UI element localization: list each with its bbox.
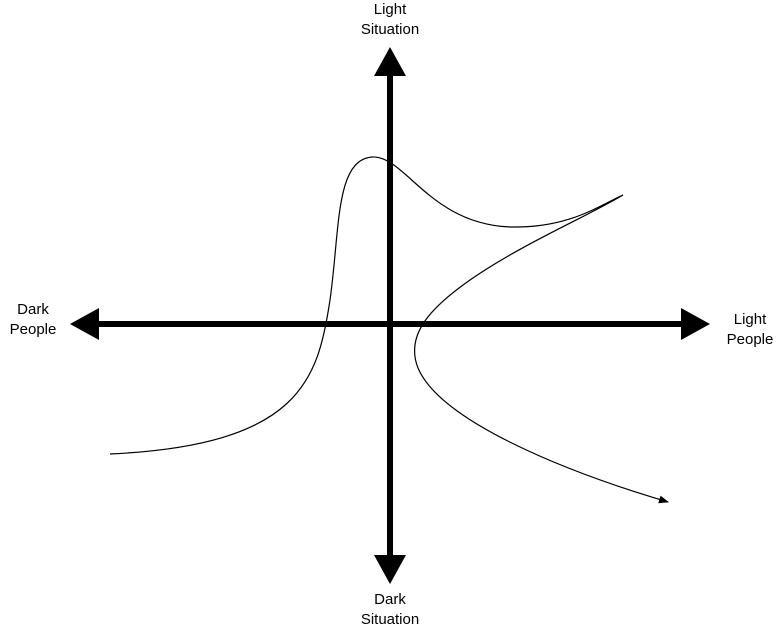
- label-bottom-line1: Dark: [374, 591, 406, 608]
- trajectory-curve: [109, 156, 669, 504]
- label-bottom-line2: Situation: [360, 611, 420, 628]
- label-right-line2: People: [726, 331, 774, 348]
- label-top-line2: Situation: [360, 21, 420, 38]
- label-left-line1: Dark: [17, 301, 49, 318]
- vertical-axis-bottom-arrowhead: [374, 555, 406, 584]
- label-light-people: Light People: [690, 310, 780, 350]
- horizontal-axis-right-arrowhead: [681, 308, 710, 340]
- horizontal-axis-left-arrowhead: [70, 308, 99, 340]
- label-right-line1: Light: [733, 311, 767, 328]
- label-light-situation: Light Situation: [330, 0, 450, 40]
- label-dark-situation: Dark Situation: [330, 590, 450, 630]
- vertical-axis-top-arrowhead: [374, 47, 406, 76]
- label-left-line2: People: [9, 321, 57, 338]
- label-top-line1: Light: [373, 1, 407, 18]
- label-dark-people: Dark People: [0, 300, 93, 340]
